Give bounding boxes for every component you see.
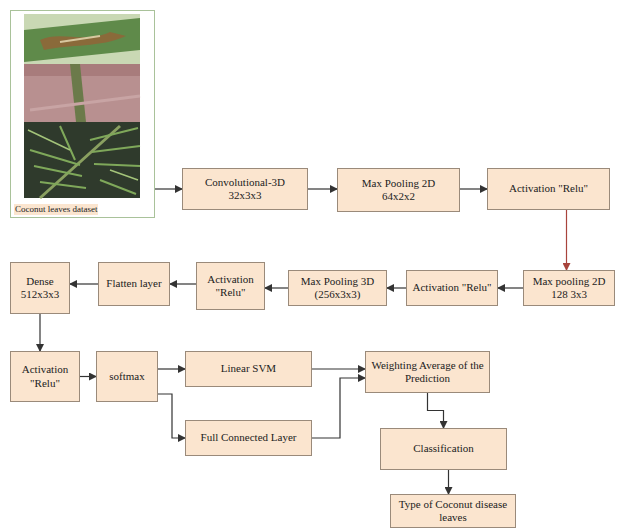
box-label: Full Connected Layer	[201, 431, 297, 444]
flow-arrow	[308, 188, 337, 189]
process-box: Weighting Average of the Prediction	[365, 351, 490, 393]
flow-arrow	[312, 378, 365, 438]
box-label: Activation "Relu"	[413, 281, 492, 294]
flow-arrow	[158, 394, 185, 438]
leaf-photo-1	[24, 14, 140, 64]
box-label: Linear SVM	[221, 362, 276, 375]
box-label: Activation "Relu"	[15, 363, 75, 389]
box-label: 512x3x3	[21, 288, 60, 301]
dataset-label: Coconut leaves dataset	[14, 204, 98, 215]
process-box: Activation "Relu"	[196, 262, 265, 310]
process-box: Max Pooling 2D64x2x2	[337, 168, 460, 212]
box-label: 128 3x3	[551, 288, 587, 301]
process-box: Dense512x3x3	[10, 262, 70, 314]
process-box: softmax	[96, 351, 158, 402]
process-box: Activation "Relu"	[10, 351, 80, 402]
box-label: Type of Coconut disease leaves	[395, 498, 511, 524]
box-label: Convolutional-3D	[205, 176, 285, 189]
flow-arrow	[155, 188, 182, 189]
process-box: Linear SVM	[185, 351, 312, 387]
flow-arrow	[265, 287, 288, 288]
process-box: Activation "Relu"	[487, 168, 610, 210]
process-box: Type of Coconut disease leaves	[390, 494, 516, 528]
process-box: Flatten layer	[98, 262, 170, 306]
box-label: 64x2x2	[382, 190, 415, 203]
process-box: Convolutional-3D32x3x3	[182, 168, 308, 210]
flow-arrow	[387, 287, 406, 288]
flow-arrow	[170, 283, 196, 284]
box-label: softmax	[109, 370, 144, 383]
box-label: Activation "Relu"	[201, 273, 260, 299]
leaf-photo-3	[24, 122, 140, 198]
flow-arrow	[448, 470, 449, 494]
dataset-box: Coconut leaves dataset	[10, 10, 155, 218]
box-label: Activation "Relu"	[509, 182, 588, 195]
flow-arrow	[80, 376, 96, 377]
flow-arrow	[428, 393, 444, 428]
process-box: Activation "Relu"	[406, 270, 498, 306]
box-label: Max pooling 2D	[533, 275, 606, 288]
flow-arrow	[70, 283, 98, 284]
box-label: Max Pooling 2D	[362, 177, 435, 190]
process-box: Max Pooling 3D(256x3x3)	[288, 270, 387, 306]
flow-arrow	[498, 287, 523, 288]
process-box: Classification	[380, 428, 507, 470]
flow-arrow	[312, 368, 365, 369]
box-label: Flatten layer	[106, 277, 161, 290]
box-label: Weighting Average of the Prediction	[370, 359, 485, 385]
process-box: Max pooling 2D128 3x3	[523, 270, 615, 306]
flow-arrow	[158, 368, 185, 369]
flow-arrow	[39, 314, 40, 351]
box-label: Max Pooling 3D	[301, 275, 374, 288]
box-label: (256x3x3)	[315, 288, 361, 301]
box-label: 32x3x3	[229, 189, 262, 202]
process-box: Full Connected Layer	[185, 420, 312, 456]
flow-arrow	[460, 188, 487, 189]
box-label: Classification	[413, 442, 474, 455]
flow-arrow	[566, 210, 567, 270]
box-label: Dense	[26, 275, 54, 288]
leaf-photo-2	[24, 64, 140, 122]
